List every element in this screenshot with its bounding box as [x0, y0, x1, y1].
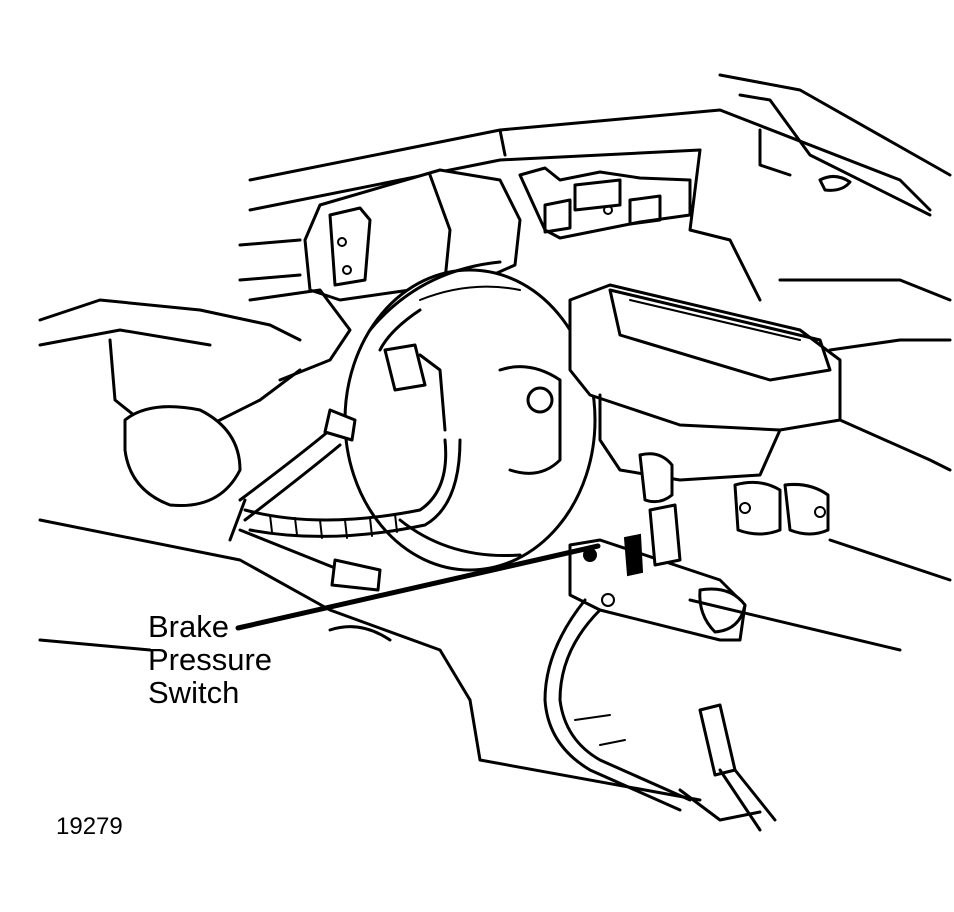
brake-lines — [543, 598, 777, 832]
label-line-2: Pressure — [148, 642, 273, 677]
left-fender — [38, 288, 702, 802]
figure-number: 19279 — [56, 813, 123, 840]
brake-pressure-switch-label: Brake Pressure Switch — [148, 610, 272, 709]
right-body-lines — [688, 418, 952, 652]
label-line-3: Switch — [148, 675, 240, 710]
callout-leader — [235, 543, 601, 631]
relay-block — [518, 166, 692, 240]
brake-booster — [343, 260, 597, 572]
label-line-1: Brake — [148, 609, 229, 644]
master-cylinder — [568, 283, 842, 536]
brake-pressure-switch — [568, 503, 747, 642]
wiring-harness — [228, 343, 462, 592]
firewall-cowl — [248, 73, 952, 352]
